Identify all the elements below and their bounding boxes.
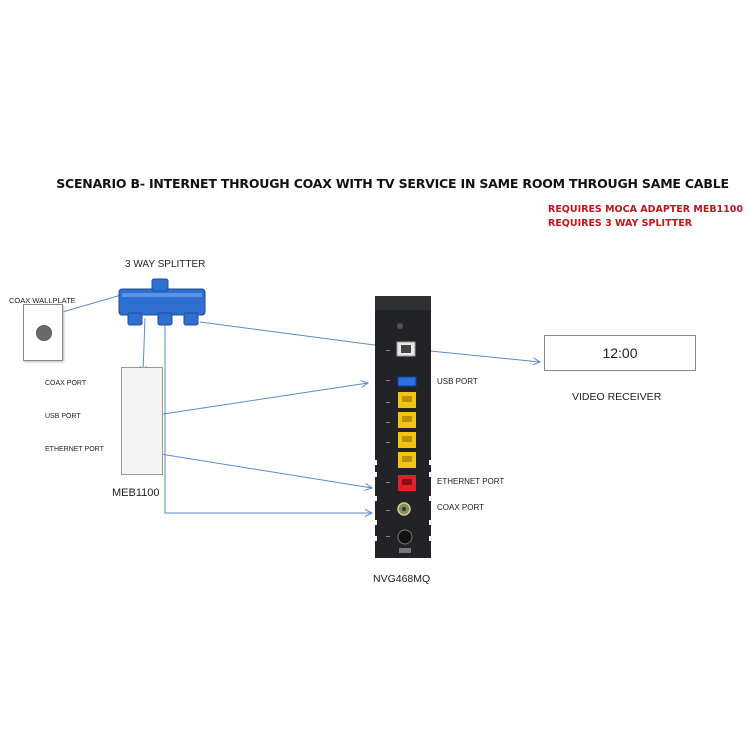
video-receiver-label: VIDEO RECEIVER xyxy=(572,391,662,403)
meb-coax-port-label: COAX PORT xyxy=(45,380,87,387)
cable-meb-usb-gateway xyxy=(149,383,368,417)
meb1100-adapter xyxy=(121,367,163,475)
gateway-ethernet-label: ETHERNET PORT xyxy=(437,477,505,486)
splitter-label: 3 WAY SPLITTER xyxy=(125,259,206,270)
three-way-splitter-icon xyxy=(118,278,206,326)
cable-splitter-receiver xyxy=(199,321,540,362)
gateway-name: NVG468MQ xyxy=(373,573,431,585)
video-receiver-display: 12:00 xyxy=(544,335,696,371)
coax-wallplate xyxy=(23,304,63,361)
wallplate-label: COAX WALLPLATE xyxy=(9,296,76,305)
meb-ethernet-port-label: ETHERNET PORT xyxy=(45,446,104,453)
gateway-usb-port xyxy=(397,376,417,387)
gateway-usb-label: USB PORT xyxy=(437,377,478,386)
diagram-title: SCENARIO B- INTERNET THROUGH COAX WITH T… xyxy=(56,176,729,191)
gateway-device xyxy=(373,296,433,558)
gateway-coax-label: COAX PORT xyxy=(437,503,484,512)
requirement-moca: REQUIRES MOCA ADAPTER MEB1100 xyxy=(548,204,744,215)
cable-meb-ethernet-gateway xyxy=(147,451,372,488)
meb-name: MEB1100 xyxy=(112,487,160,499)
meb-usb-port-label: USB PORT xyxy=(45,413,81,420)
cable-splitter-meb xyxy=(143,317,145,373)
requirement-splitter: REQUIRES 3 WAY SPLITTER xyxy=(548,218,693,229)
wallplate-coax-hole-icon xyxy=(36,325,52,341)
cable-splitter-gateway-coax xyxy=(164,322,372,513)
